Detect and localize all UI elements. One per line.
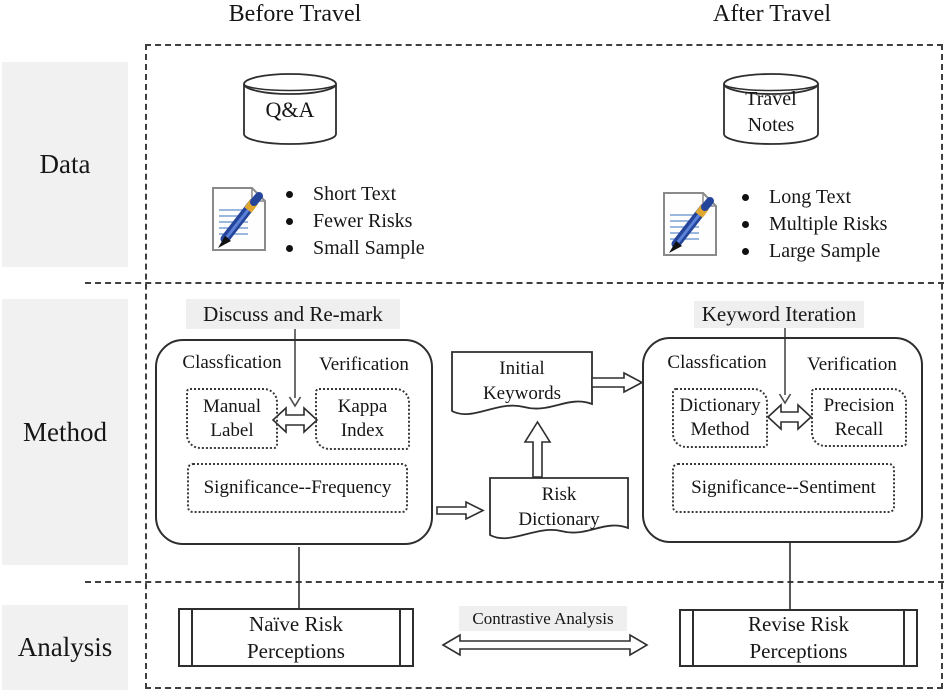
document-label-risk-dictionary: Risk Dictionary xyxy=(490,482,628,532)
bullet-dot xyxy=(742,194,749,201)
bullet-label: Small Sample xyxy=(313,237,425,259)
bullet-label: Multiple Risks xyxy=(769,213,888,235)
step-box-line1: Manual xyxy=(202,395,262,417)
analysis-box-naive-risk: Naïve Risk Perceptions xyxy=(178,608,414,667)
list-item: Large Sample xyxy=(742,238,887,265)
bullet-dot xyxy=(286,191,293,198)
diagram-outer-frame xyxy=(145,44,943,689)
divider-data-method xyxy=(85,282,944,284)
column-header-before-travel: Before Travel xyxy=(228,1,362,27)
bullet-dot xyxy=(742,248,749,255)
box-side-bar xyxy=(903,611,905,665)
row-label-method: Method xyxy=(2,299,128,565)
column-header-after-travel: After Travel xyxy=(713,1,831,27)
significance-box-sentiment: Significance--Sentiment xyxy=(672,463,895,513)
list-item: Multiple Risks xyxy=(742,211,887,238)
annotation-discuss-remark: Discuss and Re-mark xyxy=(186,299,400,329)
analysis-line1: Naïve Risk xyxy=(249,611,343,636)
box-side-bar xyxy=(692,611,694,665)
analysis-box-revise-risk: Revise Risk Perceptions xyxy=(679,609,918,667)
step-box-line1: Kappa xyxy=(337,396,388,417)
row-label-analysis: Analysis xyxy=(2,605,128,690)
annotation-keyword-iteration: Keyword Iteration xyxy=(694,301,864,328)
method-box-before xyxy=(155,339,433,545)
method-box-after xyxy=(642,337,923,543)
annotation-contrastive-analysis: Contrastive Analysis xyxy=(459,606,627,631)
bullet-label: Long Text xyxy=(769,186,852,208)
database-label-qa: Q&A xyxy=(265,97,315,122)
step-box-manual-label: Manual Label xyxy=(186,388,278,449)
step-box-line2: Method xyxy=(690,419,750,440)
list-item: Small Sample xyxy=(286,235,425,262)
analysis-box-label: Revise Risk Perceptions xyxy=(681,611,916,665)
step-box-line2: Label xyxy=(210,419,254,441)
document-label-initial-keywords: Initial Keywords xyxy=(452,356,592,406)
before-data-bullet-list: Short Text Fewer Risks Small Sample xyxy=(286,181,425,262)
list-item: Fewer Risks xyxy=(286,208,425,235)
step-box-precision-recall: Precision Recall xyxy=(811,388,907,447)
bullet-dot xyxy=(286,245,293,252)
database-label-travel-notes: Travel Notes xyxy=(723,86,819,138)
bullet-label: Fewer Risks xyxy=(313,210,413,232)
column-heading-classification: Classfication xyxy=(182,352,282,373)
column-heading-verification: Verification xyxy=(319,354,409,375)
significance-box-frequency: Significance--Frequency xyxy=(187,463,408,513)
analysis-line1: Revise Risk xyxy=(748,612,849,636)
step-box-dictionary-method: Dictionary Method xyxy=(672,388,768,448)
document-line2: Keywords xyxy=(482,383,562,404)
list-item: Long Text xyxy=(742,184,887,211)
bullet-label: Short Text xyxy=(313,183,397,205)
document-line2: Dictionary xyxy=(518,509,600,530)
box-side-bar xyxy=(399,610,401,665)
step-box-line2: Index xyxy=(340,420,385,441)
divider-method-analysis xyxy=(85,581,944,583)
box-side-bar xyxy=(191,610,193,665)
step-box-kappa-index: Kappa Index xyxy=(315,388,410,450)
database-label-line1: Travel xyxy=(745,88,797,110)
bullet-label: Large Sample xyxy=(769,240,881,262)
step-box-line1: Precision xyxy=(823,394,895,416)
bullet-dot xyxy=(286,218,293,225)
database-label-line2: Notes xyxy=(747,114,795,136)
list-item: Short Text xyxy=(286,181,425,208)
after-data-bullet-list: Long Text Multiple Risks Large Sample xyxy=(742,184,887,265)
document-line1: Initial xyxy=(499,358,545,379)
analysis-box-label: Naïve Risk Perceptions xyxy=(180,610,412,665)
step-box-line2: Recall xyxy=(834,418,884,440)
column-heading-verification: Verification xyxy=(807,354,897,375)
bullet-dot xyxy=(742,221,749,228)
analysis-line2: Perceptions xyxy=(247,638,345,663)
document-line1: Risk xyxy=(541,484,577,505)
row-label-data: Data xyxy=(2,62,128,267)
analysis-line2: Perceptions xyxy=(749,639,848,663)
step-box-line1: Dictionary xyxy=(679,395,761,416)
column-heading-classification: Classfication xyxy=(667,352,767,373)
